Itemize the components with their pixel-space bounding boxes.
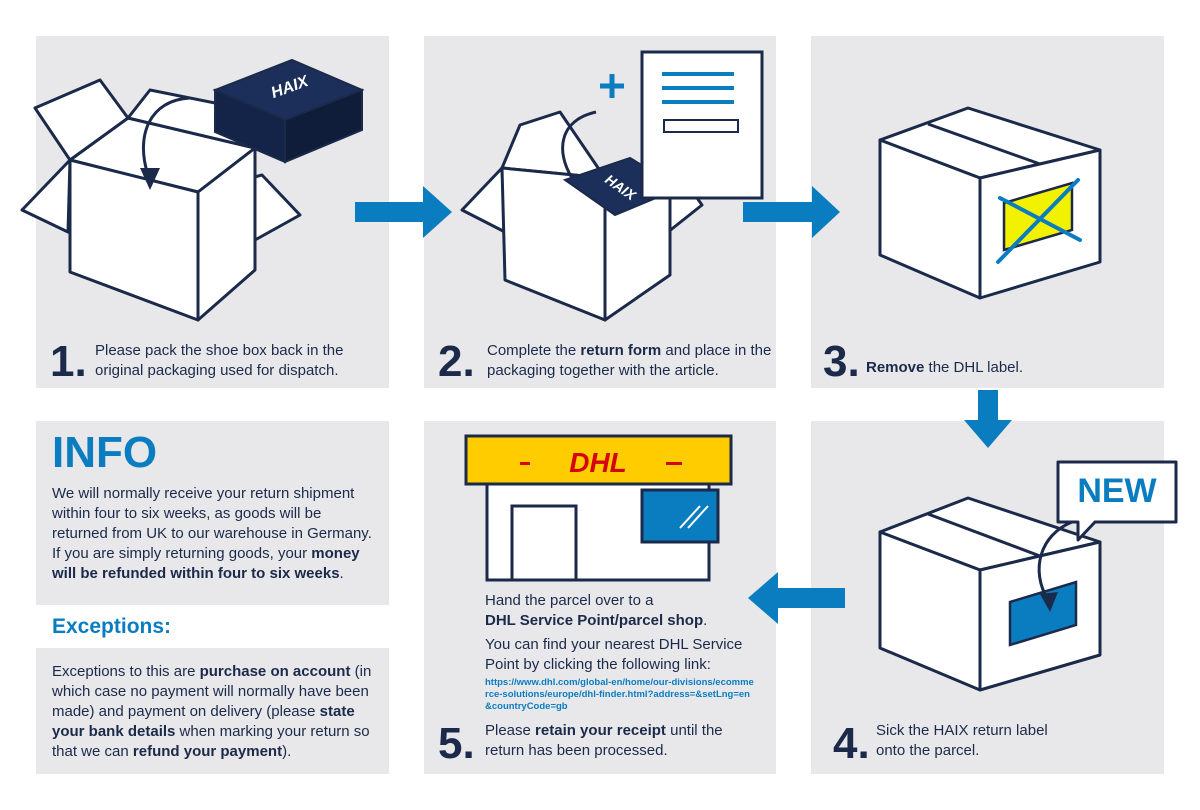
plus-icon (600, 74, 624, 98)
info-title: INFO (52, 428, 158, 477)
step-1-number: 1. (50, 337, 87, 386)
arrow-down-icon (964, 390, 1012, 448)
step-3-text: Remove the DHL label. (866, 359, 1024, 376)
dhl-finder-link[interactable]: https://www.dhl.com/global-en/home/our-d… (485, 677, 754, 712)
exceptions-title: Exceptions: (52, 615, 172, 638)
return-form-icon (640, 50, 764, 200)
step-5-number: 5. (438, 719, 475, 768)
info-panel (36, 421, 389, 774)
info-body: We will normally receive your return shi… (52, 485, 372, 582)
arrow-into-box-icon (142, 96, 191, 176)
step-4-number: 4. (833, 719, 870, 768)
shop-window (640, 488, 720, 544)
shop-door (510, 504, 578, 582)
step-1-text: Please pack the shoe box back in the ori… (95, 342, 344, 379)
svg-text:NEW: NEW (1077, 472, 1157, 510)
step-2-text: Complete the return form and place in th… (487, 342, 772, 379)
arrow-right-2-icon (743, 186, 840, 238)
haix-return-label-icon (1008, 580, 1078, 647)
step-5-text: Please retain your receipt until the ret… (485, 722, 723, 759)
step-2-number: 2. (438, 337, 475, 386)
arrow-left-icon (748, 572, 845, 624)
exceptions-body: Exceptions to this are purchase on accou… (52, 663, 372, 760)
dhl-sign (464, 434, 733, 486)
svg-text:DHL: DHL (569, 447, 627, 478)
new-label-callout: NEW (1056, 460, 1178, 542)
dhl-logo-icon: DHL (520, 447, 682, 478)
cross-out-icon (996, 178, 1082, 264)
exceptions-band (36, 605, 389, 648)
step-4-text: Sick the HAIX return label onto the parc… (876, 722, 1048, 759)
arrow-right-1-icon (355, 186, 452, 238)
step-3-number: 3. (823, 337, 860, 386)
find-service-point-text: You can find your nearest DHL Service Po… (485, 636, 743, 673)
shoe-box-icon: HAIX (212, 58, 365, 164)
